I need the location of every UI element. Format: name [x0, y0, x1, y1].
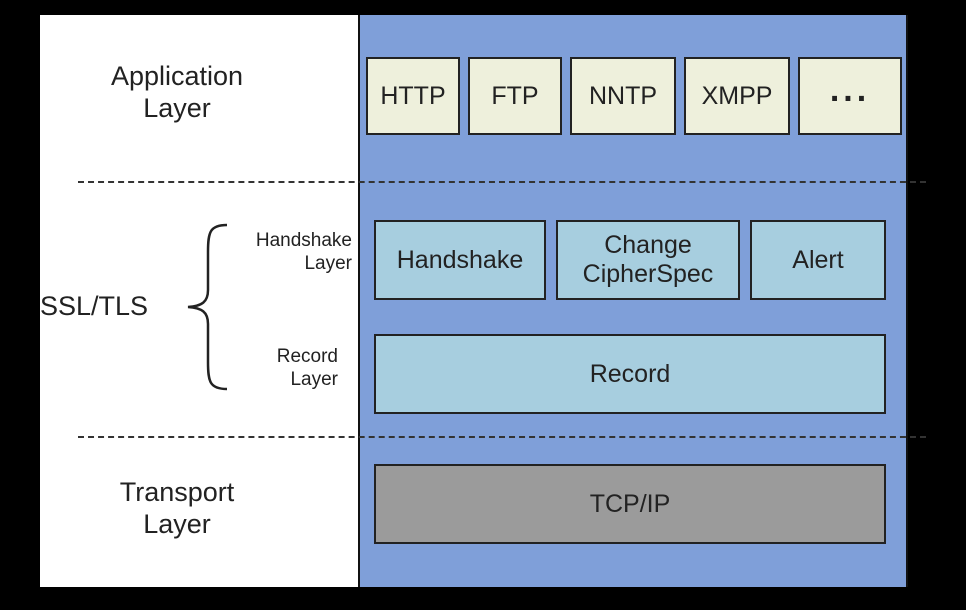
protocol-box-http: HTTP: [366, 57, 460, 135]
protocol-box-change-cipherspec: Change CipherSpec: [556, 220, 740, 300]
transport-layer-label: Transport Layer: [119, 477, 235, 540]
protocol-box-record: Record: [374, 334, 886, 414]
protocol-box-tcp-ip: TCP/IP: [374, 464, 886, 544]
layer-label-panel: [40, 15, 380, 587]
protocol-stack-diagram: Application Layer SSL/TLS Handshake Laye…: [22, 8, 926, 596]
protocol-box-xmpp: XMPP: [684, 57, 790, 135]
handshake-layer-label: Handshake Layer: [255, 230, 352, 274]
ssl-tls-label: SSL/TLS: [40, 291, 149, 321]
protocol-box-nntp: NNTP: [570, 57, 676, 135]
protocol-box-ftp: FTP: [468, 57, 562, 135]
protocol-box-alert: Alert: [750, 220, 886, 300]
protocol-box-handshake: Handshake: [374, 220, 546, 300]
separator-application-ssl: [78, 181, 926, 183]
record-layer-label: Record Layer: [276, 346, 338, 390]
application-layer-label: Application Layer: [110, 61, 244, 124]
protocol-box-more: ...: [798, 57, 902, 135]
separator-ssl-transport: [78, 436, 926, 438]
left-brace-icon: [187, 223, 228, 391]
